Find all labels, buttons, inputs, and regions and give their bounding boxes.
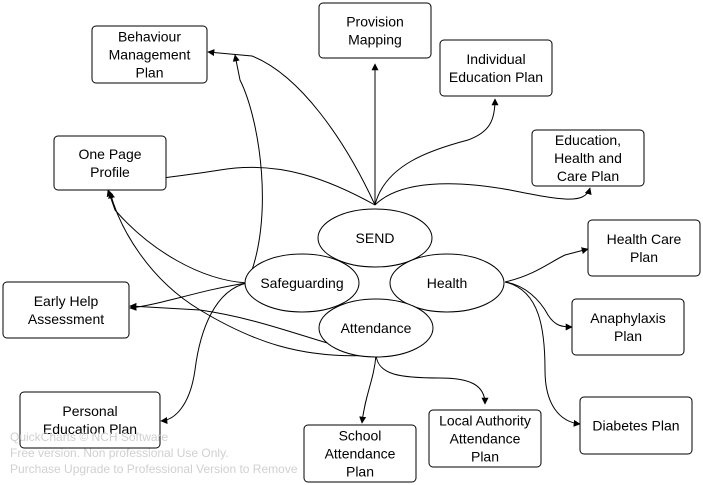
edge-safeguarding-pep bbox=[160, 282, 248, 425]
watermark: QuickCharts © NCH Software Free version.… bbox=[10, 430, 298, 476]
node-label: Diabetes Plan bbox=[592, 418, 679, 434]
node-label: Individual bbox=[466, 51, 525, 67]
edge-send-behaviour bbox=[207, 49, 376, 206]
node-label: School bbox=[339, 428, 382, 444]
node-attendance: Attendance bbox=[318, 298, 434, 358]
node-label: Education, bbox=[555, 132, 621, 148]
node-label: Education Plan bbox=[43, 421, 137, 437]
node-label: Health Care bbox=[607, 231, 682, 247]
edge-safeguarding-earlyhelp bbox=[129, 282, 248, 311]
node-shape bbox=[389, 253, 505, 313]
edge-send-ehcp bbox=[374, 183, 592, 206]
node-label: Management bbox=[109, 47, 191, 63]
node-label: Provision bbox=[346, 14, 404, 30]
edge-attendance-la bbox=[375, 354, 489, 405]
node-shape bbox=[318, 298, 434, 358]
node-label: SEND bbox=[356, 230, 395, 246]
node-safeguarding: Safeguarding bbox=[244, 253, 360, 313]
node-label: Behaviour bbox=[118, 29, 181, 45]
node-label: Assessment bbox=[28, 311, 104, 327]
edge-health-diabetes bbox=[504, 281, 581, 427]
node-label: Plan bbox=[471, 449, 499, 465]
node-label: Plan bbox=[630, 249, 658, 265]
node-label: Attendance bbox=[450, 431, 521, 447]
edge-send-iep bbox=[374, 98, 499, 206]
node-shape bbox=[53, 135, 167, 191]
node-label: Mapping bbox=[348, 32, 402, 48]
edge-safeguarding-behaviour bbox=[232, 54, 263, 284]
node-label: One Page bbox=[78, 146, 141, 162]
node-shape bbox=[303, 424, 417, 483]
node-shape bbox=[531, 129, 645, 187]
node-label: Plan bbox=[346, 464, 374, 480]
watermark-line: QuickCharts © NCH Software bbox=[10, 430, 169, 444]
node-shape bbox=[244, 253, 360, 313]
edge-safeguarding-onepage bbox=[106, 189, 248, 284]
node-label: Health bbox=[427, 275, 467, 291]
node-shape bbox=[587, 219, 701, 277]
node-label: Anaphylaxis bbox=[590, 310, 666, 326]
node-shape bbox=[439, 39, 553, 97]
node-label: Profile bbox=[90, 164, 130, 180]
node-send: SEND bbox=[317, 208, 433, 268]
connector-edges bbox=[106, 49, 592, 427]
edge-attendance-school bbox=[359, 354, 377, 424]
node-label: Plan bbox=[135, 65, 163, 81]
node-label: Care Plan bbox=[557, 168, 619, 184]
node-label: Early Help bbox=[34, 293, 99, 309]
node-shape bbox=[91, 25, 208, 84]
node-label: Attendance bbox=[325, 446, 396, 462]
node-shape bbox=[19, 391, 161, 449]
node-diabetes: Diabetes Plan bbox=[579, 396, 693, 455]
watermark-line: Purchase Upgrade to Professional Version… bbox=[10, 462, 298, 476]
watermark-line: Free version. Non professional Use Only. bbox=[10, 446, 229, 460]
node-label: Attendance bbox=[341, 320, 412, 336]
node-shape bbox=[428, 409, 542, 468]
node-shape bbox=[579, 396, 693, 455]
node-label: Health and bbox=[554, 150, 622, 166]
node-label: Personal bbox=[62, 403, 117, 419]
edge-health-healthcare bbox=[504, 247, 589, 283]
node-shape bbox=[318, 2, 432, 59]
node-label: Plan bbox=[614, 328, 642, 344]
node-label: Local Authority bbox=[439, 413, 531, 429]
node-label: Safeguarding bbox=[260, 275, 343, 291]
edge-health-anaphylaxis bbox=[504, 281, 573, 331]
node-health: Health bbox=[389, 253, 505, 313]
node-shape bbox=[571, 298, 685, 356]
node-shape bbox=[2, 281, 130, 339]
node-label: Education Plan bbox=[449, 69, 543, 85]
node-shape bbox=[317, 208, 433, 268]
